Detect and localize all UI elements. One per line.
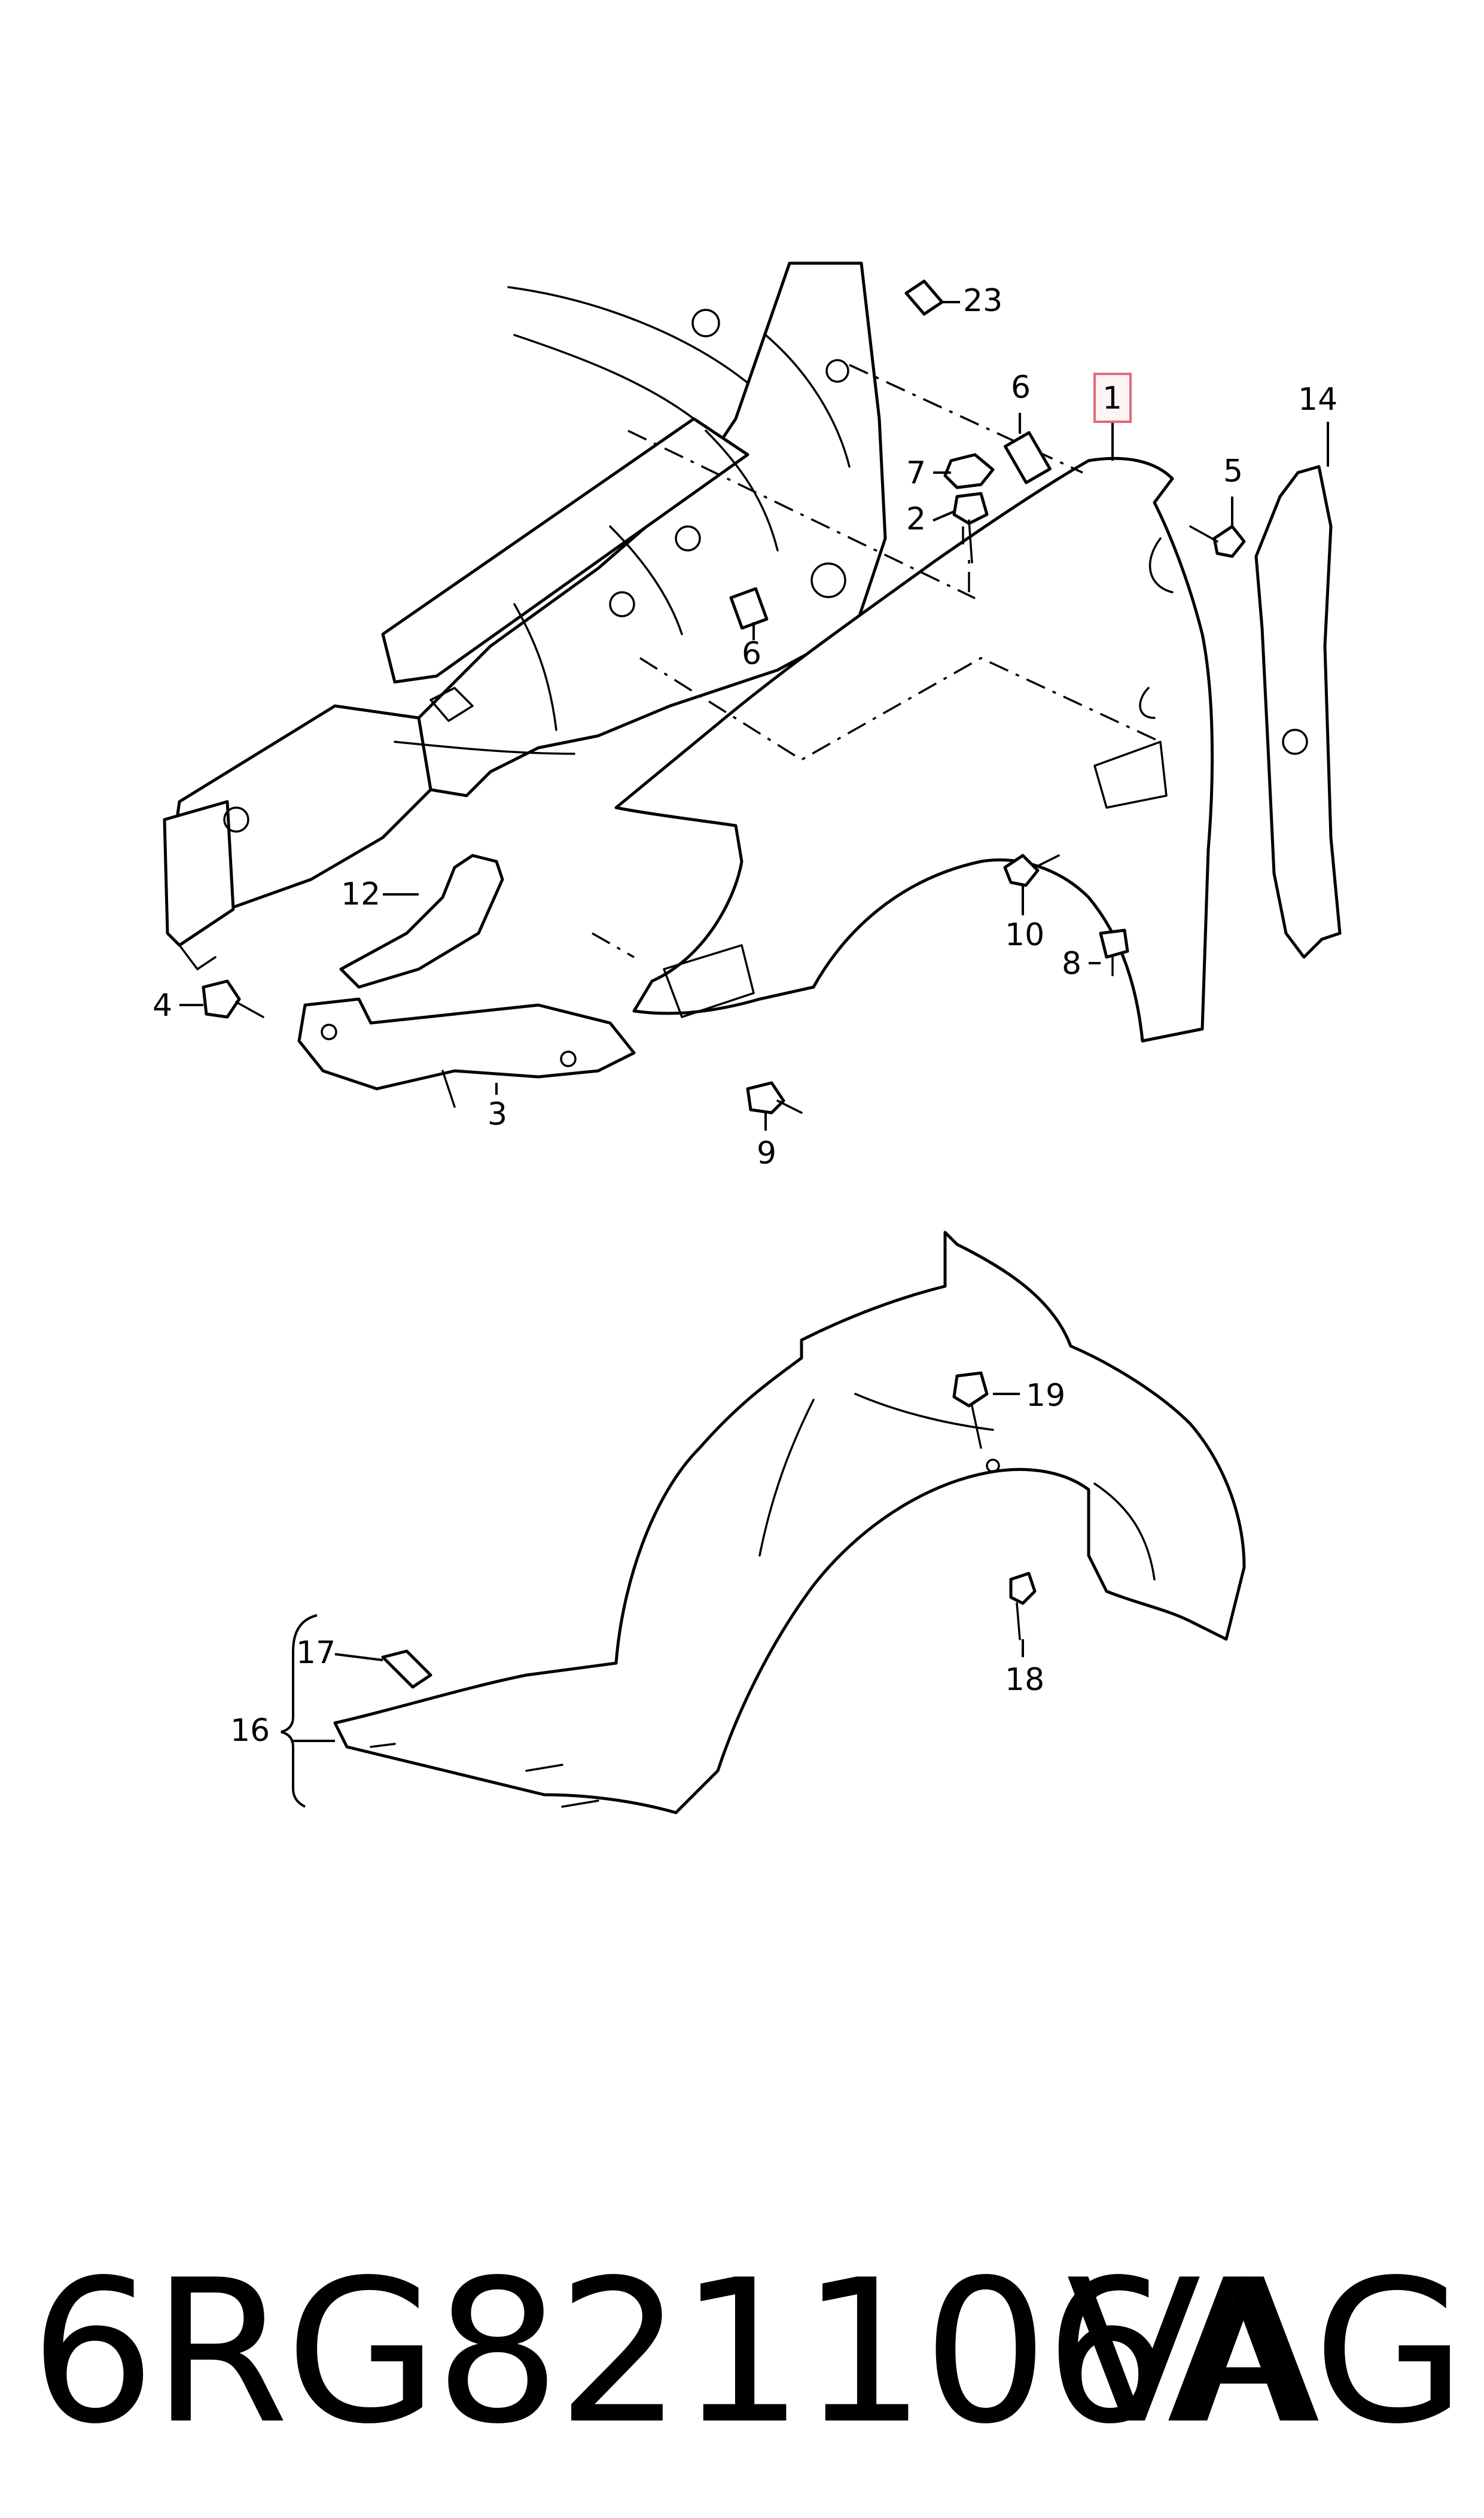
- callout-labels: 23 6 1 14 5 7 2 6 12 4 3 9 10 8 19 18 17…: [153, 283, 1337, 1749]
- callout-12: 12: [341, 876, 380, 912]
- callout-18: 18: [1005, 1662, 1044, 1698]
- callout-8: 8: [1062, 946, 1081, 982]
- callout-10: 10: [1005, 917, 1044, 953]
- inner-reinforcement: [1254, 465, 1342, 959]
- callout-4: 4: [153, 988, 172, 1024]
- fasteners: [202, 279, 1246, 1115]
- highlight-box: [1093, 373, 1132, 423]
- brackets: [297, 854, 636, 1108]
- caption-bar: 6RG821106A VAG: [0, 2213, 1484, 2467]
- callout-17: 17: [296, 1635, 336, 1671]
- callout-6-lower: 6: [742, 636, 761, 672]
- brand-name: VAG: [1066, 2237, 1466, 2467]
- callout-1: 1: [1102, 380, 1122, 416]
- callout-3: 3: [487, 1097, 507, 1132]
- wheelhouse-liner: [333, 1231, 1246, 1814]
- callout-14: 14: [1298, 382, 1337, 418]
- callout-23: 23: [963, 283, 1002, 319]
- fender: [614, 456, 1214, 1043]
- callout-19: 19: [1026, 1378, 1065, 1414]
- callout-5: 5: [1223, 453, 1243, 489]
- callout-16: 16: [230, 1713, 270, 1749]
- body-structure: [163, 261, 887, 970]
- part-number: 6RG821106A: [30, 2237, 1302, 2467]
- callout-2: 2: [906, 501, 926, 537]
- assembly-lines: [592, 364, 1161, 958]
- callout-9: 9: [757, 1135, 776, 1171]
- callout-7: 7: [906, 455, 926, 491]
- leader-lines: [179, 301, 1329, 1808]
- callout-6-upper: 6: [1011, 370, 1031, 406]
